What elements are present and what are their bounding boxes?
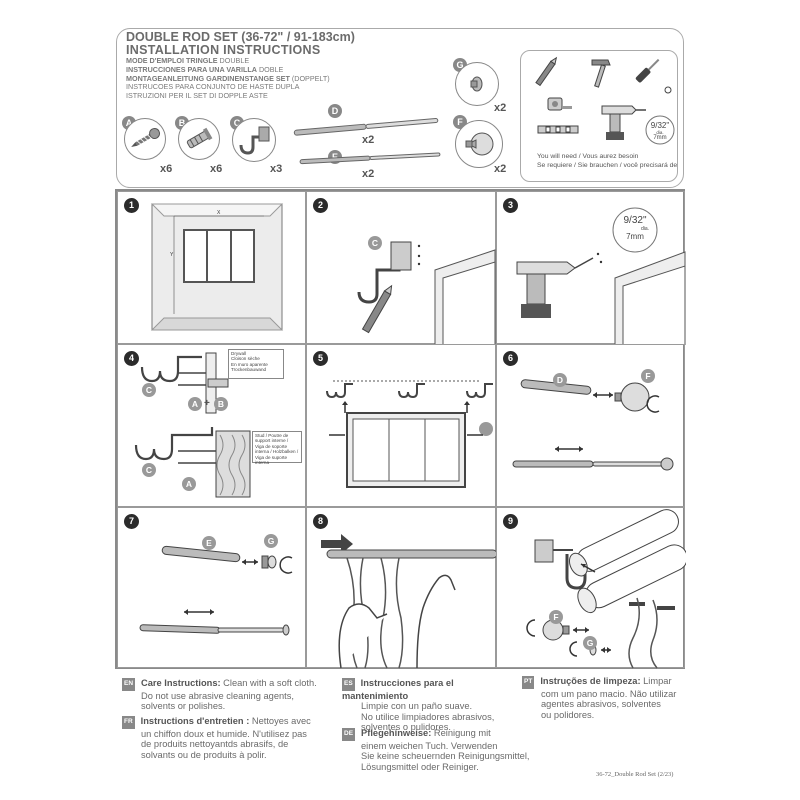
step-4-plus: + [204,398,210,409]
step-7-part-e-badge: E [202,536,216,550]
step-9-part-f-badge: F [549,610,563,624]
translated-titles: MODE D'EMPLOI TRINGLE DOUBLE INSTRUCCION… [126,56,330,101]
drill-bit-size-callout [645,115,675,145]
part-g-circle [455,62,499,106]
step-5-panel: 5 [306,344,496,507]
install-bracket-illustration [134,352,251,498]
width-label: X [217,210,221,216]
tape-measure-icon [547,97,572,111]
tools-illustration [535,56,675,145]
step-8-panel: 8 [306,507,498,669]
height-label: Y [170,252,174,258]
step-6-part-d-badge: D [553,373,567,387]
bracket-spacing-illustration [326,380,493,488]
step-4-number: 4 [124,351,139,366]
finial-icon [465,132,494,156]
subtitle-de: MONTAGEANLEITUNG GARDINENSTANGE SET (DOP… [126,73,330,83]
drill-bit-size: 9/32" dia. 7mm [650,121,670,142]
subtitle-it: ISTRUZIONI PER IL SET DI DOPPLE ASTE [126,91,268,101]
step-4-part-c-badge: C [142,383,156,397]
title-line-2: INSTALLATION INSTRUCTIONS [126,43,321,57]
step-3-panel: 3 9/32" dia. 7mm [496,191,686,346]
part-f-circle [455,120,503,168]
level-icon [537,125,579,134]
lang-badge-fr: FR [122,716,135,729]
tools-panel [520,50,678,182]
window-measure-illustration [150,203,284,331]
part-e-qty: x2 [362,168,375,180]
step-1-number: 1 [124,198,139,213]
step-2-number: 2 [313,198,328,213]
mark-bracket-illustration [357,241,496,346]
screw-head-icon [664,86,672,94]
step-6-number: 6 [503,351,518,366]
part-c-qty: x3 [270,163,283,175]
subtitle-pt: INSTRUCOES PARA CONJUNTO DE HASTE DUPLA [126,82,300,92]
drill-icon [601,105,646,140]
step-4-part-b-badge: B [214,397,228,411]
step-4-panel: 4 C A + B C A Drywall Cloison sèche En [117,344,306,507]
step-6-panel: 6 D F [496,344,685,507]
step-5-number: 5 [313,351,328,366]
parts-panel [116,28,684,188]
hammer-icon [591,59,611,88]
step-8-number: 8 [313,514,328,529]
stud-note: Stud / Poutre de support interne / Viga … [252,431,302,465]
document-reference: 36-72_Double Rod Set (2/23) [596,771,674,778]
step-6-part-f-badge: F [641,369,655,383]
part-a-circle [124,118,166,160]
subtitle-es: INSTRUCCIONES PARA UNA VARILLA DOBLE [126,64,284,74]
lang-badge-en: EN [122,678,136,691]
screw-icon [131,128,161,147]
step-3-number: 3 [503,198,518,213]
step-7-number: 7 [124,514,139,529]
thread-curtain-illustration [321,534,498,669]
end-cap-icon [470,76,483,92]
step-7-part-g-badge: G [264,534,278,548]
step-9-number: 9 [503,514,518,529]
part-c-circle [232,118,276,162]
lang-badge-pt: PT [522,676,535,689]
attach-end-cap-illustration [139,545,293,636]
wall-anchor-icon [186,127,213,149]
step-2-panel: 2 [306,191,496,436]
subtitle-fr: MODE D'EMPLOI TRINGLE DOUBLE [126,56,250,65]
drywall-note: Drywall Cloison sèche En muro aparente T… [228,349,284,379]
bracket-icon [239,126,270,155]
part-d-label: D [328,104,342,118]
steps-grid: 1 X Y 2 C [115,189,688,669]
step-4-part-a-badge: A [188,397,202,411]
part-b-circle [178,118,220,160]
step-4-part-c2-badge: C [142,463,156,477]
part-d-qty: x2 [362,134,375,146]
you-will-need-text: You will need / Vous aurez besoin Se req… [537,153,678,169]
document-title: DOUBLE ROD SET (36-72" / 91-183cm) INSTA… [126,31,355,57]
mount-rods-illustration [526,509,688,669]
step-4-part-a2-badge: A [182,477,196,491]
step-9-panel: 9 F G [496,507,688,669]
part-b-qty: x6 [210,163,223,175]
screwdriver-icon [635,58,660,83]
attach-finial-illustration [512,379,674,471]
step-1-panel: 1 X Y [117,191,306,344]
part-f-qty: x2 [494,163,507,175]
part-a-qty: x6 [160,163,173,175]
lang-badge-de: DE [342,728,356,741]
rod-d-icon [293,117,439,136]
step-7-panel: 7 E G [117,507,306,668]
title-line-1: DOUBLE ROD SET (36-72" / 91-183cm) [126,30,355,44]
pencil-icon [535,56,558,87]
step-9-part-g-badge: G [583,636,597,650]
step-2-part-c-badge: C [368,236,382,250]
drill-holes-illustration [516,207,686,346]
lang-badge-es: ES [342,678,355,691]
part-g-qty: x2 [494,102,507,114]
step-3-drill-size: 9/32" dia. 7mm [623,215,649,242]
rod-e-icon [299,152,441,165]
